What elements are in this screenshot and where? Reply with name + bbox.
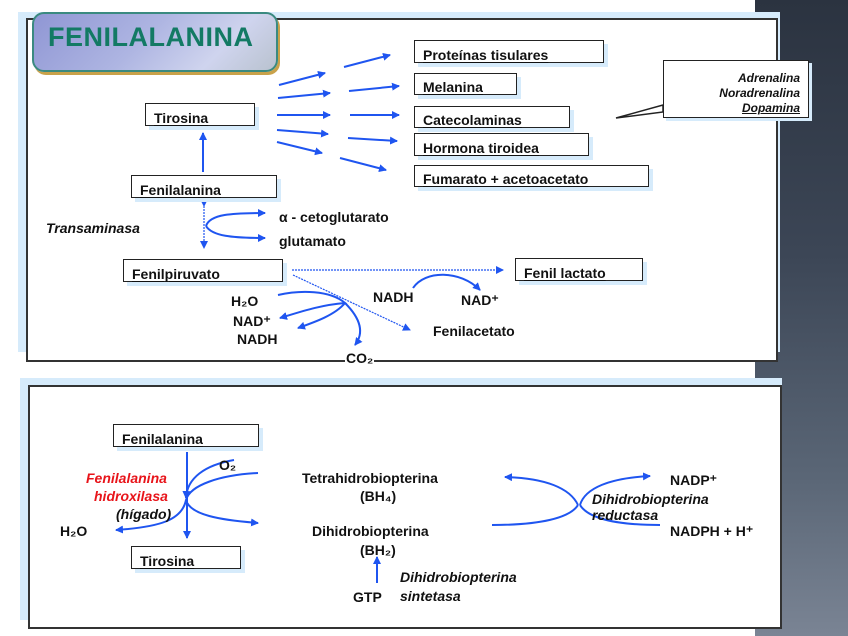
arrow-fan-2b bbox=[348, 82, 400, 92]
fenilalanina-box-bottom: Fenilalanina bbox=[113, 424, 259, 447]
bh4-name-label: Tetrahidrobiopterina bbox=[302, 470, 438, 486]
arrow-o2-in bbox=[182, 459, 235, 499]
fenilacetato-label: Fenilacetato bbox=[433, 323, 515, 339]
arrow-to-nadh-left bbox=[297, 302, 346, 330]
synthetase-label-line1: Dihidrobiopterina bbox=[400, 569, 517, 585]
arrow-nadh-left bbox=[277, 290, 348, 320]
product-box-proteinas: Proteínas tisulares bbox=[414, 40, 604, 63]
enzyme-label-line2: hidroxilasa bbox=[94, 488, 168, 504]
arrow-fan-1a bbox=[278, 70, 326, 86]
nadp-plus-label: NADP⁺ bbox=[670, 472, 718, 488]
arrow-h2o-out bbox=[115, 499, 187, 534]
nad-plus-label-left: NAD⁺ bbox=[233, 313, 271, 329]
product-box-catecolaminas: Catecolaminas bbox=[414, 106, 570, 128]
glutamate-label: glutamato bbox=[279, 233, 346, 249]
arrow-to-bh4 bbox=[504, 473, 579, 506]
enzyme-label-line1: Fenilalanina bbox=[86, 470, 167, 486]
arrow-bh4-in bbox=[184, 472, 259, 527]
callout-pointer bbox=[615, 104, 664, 119]
arrow-fan-2a bbox=[277, 89, 331, 99]
product-box-melanina: Melanina bbox=[414, 73, 517, 95]
bh2-abbr-label: (BH₂) bbox=[360, 542, 396, 558]
arrow-fan-4a bbox=[276, 129, 329, 138]
arrow-alpha-ketoglutarate bbox=[205, 209, 266, 227]
nadph-label: NADPH + H⁺ bbox=[670, 523, 754, 539]
transaminasa-label: Transaminasa bbox=[46, 220, 140, 236]
callout-noradrenalina: Noradrenalina bbox=[719, 86, 800, 100]
catecholamines-callout: Adrenalina Noradrenalina Dopamina bbox=[663, 60, 809, 118]
arrow-to-nadp bbox=[579, 472, 651, 506]
nadh-label-right: NADH bbox=[373, 289, 414, 305]
arrow-to-fenilacetato bbox=[292, 274, 411, 331]
tirosina-box: Tirosina bbox=[145, 103, 255, 126]
page-title: FENILALANINA bbox=[48, 22, 254, 52]
arrow-glutamate bbox=[205, 225, 266, 242]
callout-adrenalina: Adrenalina bbox=[737, 71, 800, 85]
arc-bh2-to-reductase bbox=[491, 504, 579, 526]
arrow-fan-4b bbox=[347, 136, 398, 145]
arrow-to-co2 bbox=[344, 302, 363, 346]
fenilpiruvato-box: Fenilpiruvato bbox=[123, 259, 283, 282]
nad-plus-label-right: NAD⁺ bbox=[461, 292, 499, 308]
arrow-fan-5a bbox=[276, 141, 323, 156]
h2o-label-top: H₂O bbox=[231, 293, 259, 309]
arrow-nadh-to-nad bbox=[412, 273, 481, 291]
fenil-lactato-box: Fenil lactato bbox=[515, 258, 643, 281]
title-banner: FENILALANINA bbox=[32, 12, 278, 72]
fenilalanina-box: Fenilalanina bbox=[131, 175, 277, 198]
arc-nadph-to-reductase bbox=[579, 504, 661, 526]
reductase-label-line1: Dihidrobiopterina bbox=[592, 491, 709, 507]
nadh-label-left: NADH bbox=[237, 331, 278, 347]
tirosina-box-bottom: Tirosina bbox=[131, 546, 241, 569]
product-box-fumarato: Fumarato + acetoacetato bbox=[414, 165, 649, 187]
bh4-abbr-label: (BH₄) bbox=[360, 488, 397, 504]
h2o-label-bottom: H₂O bbox=[60, 523, 88, 539]
alpha-ketoglutarate-label: α - cetoglutarato bbox=[279, 209, 389, 225]
enzyme-location-label: (hígado) bbox=[116, 506, 172, 522]
co2-label: CO₂ bbox=[345, 350, 375, 366]
arrow-fan-1b bbox=[343, 52, 391, 68]
gtp-label: GTP bbox=[353, 589, 382, 605]
callout-dopamina: Dopamina bbox=[741, 101, 800, 115]
synthetase-label-line2: sintetasa bbox=[400, 588, 461, 604]
o2-label: O₂ bbox=[219, 457, 237, 473]
arrow-fan-5b bbox=[339, 157, 387, 173]
bh2-name-label: Dihidrobiopterina bbox=[312, 523, 429, 539]
product-box-hormona-tiroidea: Hormona tiroidea bbox=[414, 133, 589, 156]
reductase-label-line2: reductasa bbox=[592, 507, 659, 523]
